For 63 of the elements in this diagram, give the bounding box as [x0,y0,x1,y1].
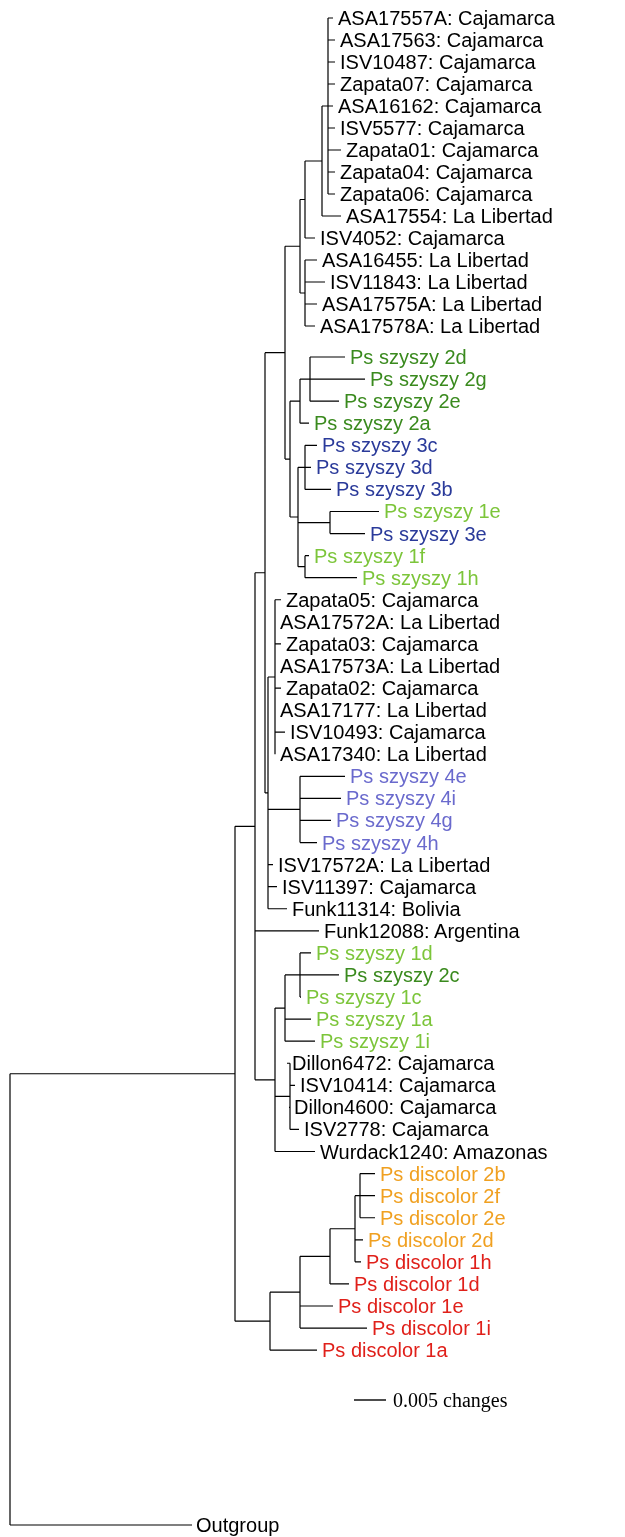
taxon-label: Ps szyszy 2e [344,390,461,414]
taxon-label: ASA17554: La Libertad [346,205,553,228]
taxon-label: Ps szyszy 2g [370,368,487,392]
taxon-label: Ps szyszy 3e [370,522,487,546]
taxon-label: ISV11397: Cajamarca [282,874,477,899]
taxon-label: Ps szyszy 1d [316,940,433,965]
taxon-label: Zapata05: Cajamarca [286,588,479,612]
taxon-label: Ps discolor 1a [322,1338,448,1363]
taxon-label: Wurdack1240: Amazonas [320,1140,548,1164]
taxon-label: Ps discolor 1h [366,1249,492,1274]
taxon-label: ISV10487: Cajamarca [340,51,536,74]
taxon-label: ASA17563: Cajamarca [340,29,544,52]
taxon-label: ASA17557A: Cajamarca [338,6,555,30]
taxon-label: Ps discolor 1e [338,1294,464,1318]
taxon-label: Ps discolor 2d [368,1227,494,1252]
taxon-label: Ps szyszy 1a [316,1008,433,1032]
taxon-label: ISV4052: Cajamarca [320,226,505,250]
taxon-label: Dillon4600: Cajamarca [294,1096,497,1120]
taxon-label: Ps szyszy 1h [362,566,479,590]
taxon-label: Outgroup [196,1513,280,1537]
taxon-label: Ps szyszy 4e [350,764,467,789]
taxon-label: ASA17572A: La Libertad [280,610,501,634]
taxon-label: ASA16162: Cajamarca [338,95,542,118]
taxon-label: Ps szyszy 1i [320,1030,431,1054]
scale-label: 0.005 changes [393,1388,508,1412]
taxon-label: ASA17578A: La Libertad [320,314,541,338]
taxon-label: Ps szyszy 3c [322,434,438,458]
taxon-label: Ps szyszy 1e [384,500,501,524]
taxon-label: Zapata06: Cajamarca [340,183,533,206]
taxon-label: Ps discolor 2f [380,1183,501,1208]
taxon-label: Ps szyszy 1c [306,986,422,1009]
taxon-label: ASA17573A: La Libertad [280,654,501,678]
taxon-label: Ps szyszy 2d [350,345,467,369]
taxon-label: Zapata07: Cajamarca [340,73,533,96]
taxon-label: ISV2778: Cajamarca [304,1118,489,1142]
taxon-label: ISV17572A: La Libertad [278,853,491,877]
taxon-label: Ps discolor 2b [380,1161,506,1186]
taxon-label: Dillon6472: Cajamarca [292,1052,495,1076]
taxon-label: ASA17340: La Libertad [280,743,487,767]
taxon-label: ASA16455: La Libertad [322,249,529,272]
taxon-label: Zapata04: Cajamarca [340,161,533,184]
taxon-label: Zapata02: Cajamarca [286,676,479,701]
taxon-label: Ps discolor 1d [354,1271,480,1296]
taxon-label: Ps szyszy 2c [344,963,460,987]
taxon-label: Ps szyszy 2a [314,412,431,436]
taxon-label: Ps discolor 1i [372,1316,491,1341]
taxon-label: Ps szyszy 1f [314,544,426,568]
taxon-label: Zapata03: Cajamarca [286,631,479,656]
taxon-label: Ps discolor 2e [380,1205,506,1230]
taxon-label: ISV5577: Cajamarca [340,117,525,140]
taxon-label: Funk11314: Bolivia [292,897,461,921]
taxon-label: Zapata01: Cajamarca [346,139,539,162]
taxon-label: Ps szyszy 3d [316,456,433,480]
taxon-label: Ps szyszy 4h [322,831,439,855]
taxon-label: Ps szyszy 4i [346,787,457,811]
taxon-label: Ps szyszy 4g [336,809,453,833]
taxon-label: Funk12088: Argentina [324,918,520,943]
taxon-label: ISV10414: Cajamarca [300,1074,496,1098]
taxon-label: ASA17177: La Libertad [280,699,487,723]
taxon-label: ASA17575A: La Libertad [322,292,543,316]
taxon-label: Ps szyszy 3b [336,478,453,502]
taxon-label: ISV10493: Cajamarca [290,720,486,745]
taxon-label: ISV11843: La Libertad [330,270,528,294]
